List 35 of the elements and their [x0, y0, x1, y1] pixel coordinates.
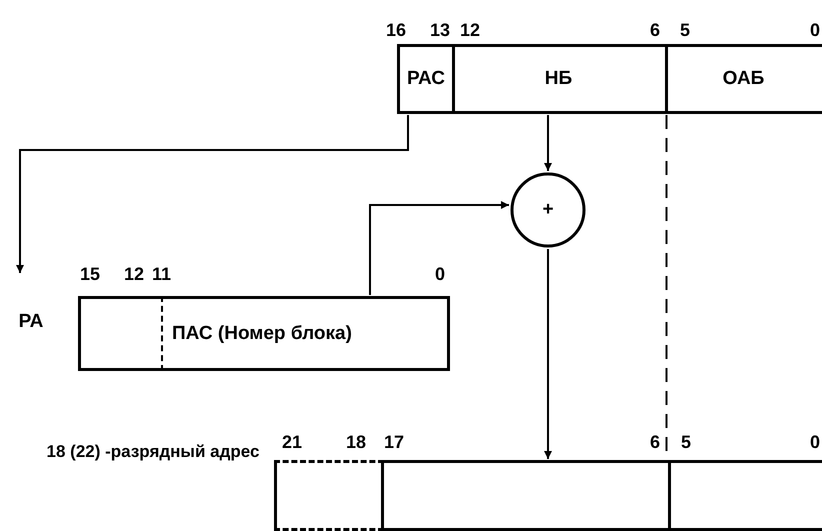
bit-number: 16 — [386, 20, 406, 40]
bit-number: 5 — [681, 432, 692, 452]
register-field — [381, 460, 671, 531]
register-field — [665, 44, 822, 114]
register-caption: 18 (22) -разрядный адрес — [46, 441, 260, 463]
field-name: РАС — [407, 68, 445, 90]
field-name: НБ — [544, 68, 572, 90]
bit-number: 6 — [650, 20, 660, 40]
register-name: РА — [18, 311, 44, 333]
field-name: ОАБ — [722, 68, 764, 90]
register-field — [452, 44, 668, 114]
bit-number: 12 — [460, 20, 480, 40]
bit-number: 11 — [152, 264, 172, 284]
bit-number: 21 — [282, 432, 302, 452]
bit-number: 18 — [346, 432, 366, 452]
register-field — [160, 296, 450, 371]
register-field — [274, 460, 384, 531]
bit-number: 5 — [680, 20, 690, 40]
arrow — [544, 115, 552, 171]
bit-number: 15 — [80, 264, 100, 284]
register-field — [78, 296, 163, 371]
bit-number: 0 — [810, 20, 820, 40]
arrow — [16, 115, 409, 273]
bit-number: 6 — [650, 432, 660, 452]
bit-number: 12 — [124, 264, 144, 284]
arrow — [544, 249, 552, 459]
bit-number: 17 — [384, 432, 404, 452]
bit-number: 13 — [430, 20, 450, 40]
register-field — [668, 460, 822, 531]
register-field — [397, 44, 455, 114]
plus-sign: + — [542, 199, 554, 221]
field-name: ПАС (Номер блока) — [172, 322, 352, 344]
bit-number: 0 — [810, 432, 820, 452]
bit-number: 0 — [435, 264, 446, 284]
arrow — [369, 201, 509, 295]
